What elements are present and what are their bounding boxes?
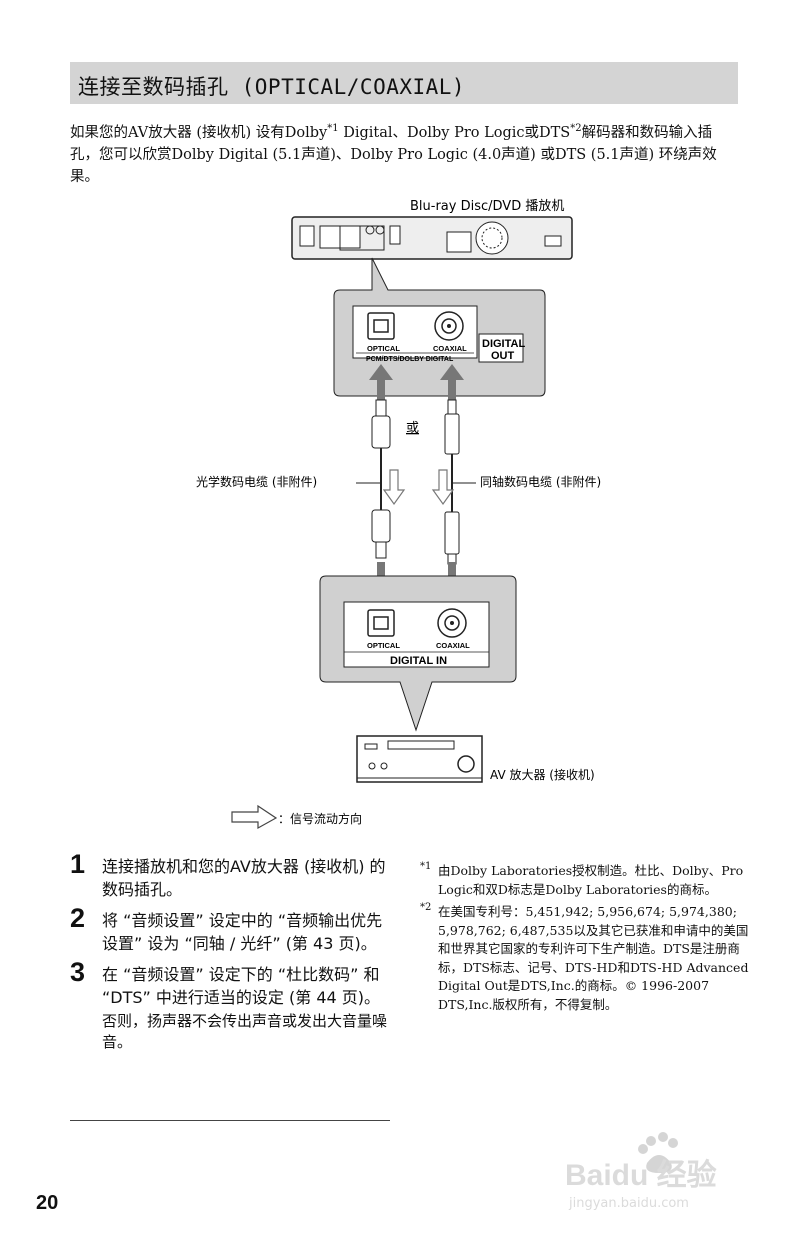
step-text: 连接播放机和您的AV放大器 (接收机) 的数码插孔。	[102, 857, 386, 899]
footnote-text: 由Dolby Laboratories授权制造。杜比、Dolby、Pro Log…	[438, 863, 744, 897]
step-3: 3 在 “音频设置” 设定下的 “杜比数码” 和 “DTS” 中进行适当的设定 …	[70, 957, 390, 1053]
footnote-ref-1: *1	[327, 123, 339, 134]
section-title: 连接至数码插孔 (OPTICAL/COAXIAL)	[78, 75, 466, 99]
arrow-optical-up	[369, 364, 393, 400]
step-2: 2 将 “音频设置” 设定中的 “音频输出优先设置” 设为 “同轴 / 光纤” …	[70, 903, 390, 955]
optical-cable	[371, 399, 391, 559]
watermark-url: jingyan.baidu.com	[568, 1196, 689, 1211]
step-1: 1 连接播放机和您的AV放大器 (接收机) 的数码插孔。	[70, 849, 390, 901]
signal-arrow-optical	[382, 469, 406, 506]
player-optical-label: OPTICAL	[367, 344, 400, 353]
receiver-coaxial-label: COAXIAL	[436, 641, 470, 650]
step-note: 否则，扬声器不会传出声音或发出大音量噪音。	[102, 1012, 388, 1051]
connection-diagram: Blu-ray Disc/DVD 播放机 OPTICAL COAXIAL PCM…	[196, 199, 601, 830]
section-title-bar: 连接至数码插孔 (OPTICAL/COAXIAL)	[70, 62, 738, 104]
intro-text-1: 如果您的AV放大器 (接收机) 设有Dolby	[70, 124, 328, 141]
footnote-ref-2: *2	[570, 123, 582, 134]
player-group-label: PCM/DTS/DOLBY DIGITAL	[366, 356, 454, 363]
or-label: 或	[406, 421, 419, 436]
optical-jack-icon	[367, 312, 395, 340]
player-coaxial-label: COAXIAL	[433, 344, 467, 353]
intro-text-3: 解码器和数码输入插孔，您可以欣赏Dolby Digital (5.1声道)、Do…	[70, 124, 717, 185]
digital-in-label: DIGITAL IN	[390, 655, 447, 667]
receiver-optical-jack-icon	[367, 609, 395, 637]
receiver-label: AV 放大器 (接收机)	[490, 767, 595, 782]
step-number: 1	[70, 849, 86, 879]
step-text: 将 “音频设置” 设定中的 “音频输出优先设置” 设为 “同轴 / 光纤” (第…	[102, 911, 383, 953]
footnote-mark: *1	[420, 861, 432, 872]
receiver-optical-label: OPTICAL	[367, 641, 400, 650]
coaxial-cable-label: 同轴数码电缆 (非附件)	[480, 474, 601, 489]
digital-out-label-1: DIGITAL	[482, 338, 525, 350]
optical-cable-label: 光学数码电缆 (非附件)	[196, 474, 317, 489]
legend-label: ：信号流动方向	[278, 811, 362, 826]
av-receiver	[356, 735, 483, 783]
arrow-coaxial-up	[440, 364, 464, 400]
digital-out-label-2: OUT	[491, 350, 515, 362]
step-number: 3	[70, 957, 86, 987]
footnote-1: *1 由Dolby Laboratories授权制造。杜比、Dolby、Pro …	[420, 861, 750, 899]
footnote-mark: *2	[420, 902, 432, 913]
intro-text-2: Digital、Dolby Pro Logic或DTS	[338, 124, 571, 141]
footnote-text: 在美国专利号：5,451,942; 5,956,674; 5,974,380; …	[438, 904, 749, 1012]
steps-list: 1 连接播放机和您的AV放大器 (接收机) 的数码插孔。 2 将 “音频设置” …	[70, 849, 390, 1061]
watermark-brand: Baidu 经验	[565, 1158, 717, 1192]
bluray-player	[291, 216, 573, 260]
footnote-2: *2 在美国专利号：5,451,942; 5,956,674; 5,974,38…	[420, 902, 750, 1014]
player-label: Blu-ray Disc/DVD 播放机	[410, 199, 564, 214]
page-number: 20	[36, 1192, 59, 1214]
baidu-watermark-logo: Baidu 经验 jingyan.baidu.com	[565, 1132, 717, 1211]
legend-arrow-icon	[231, 804, 278, 830]
intro-paragraph: 如果您的AV放大器 (接收机) 设有Dolby*1 Digital、Dolby …	[70, 118, 740, 188]
step-number: 2	[70, 903, 86, 933]
footnotes: *1 由Dolby Laboratories授权制造。杜比、Dolby、Pro …	[420, 861, 750, 1018]
step-text: 在 “音频设置” 设定下的 “杜比数码” 和 “DTS” 中进行适当的设定 (第…	[102, 965, 381, 1007]
divider	[70, 1120, 390, 1121]
signal-arrow-coaxial	[431, 469, 455, 506]
